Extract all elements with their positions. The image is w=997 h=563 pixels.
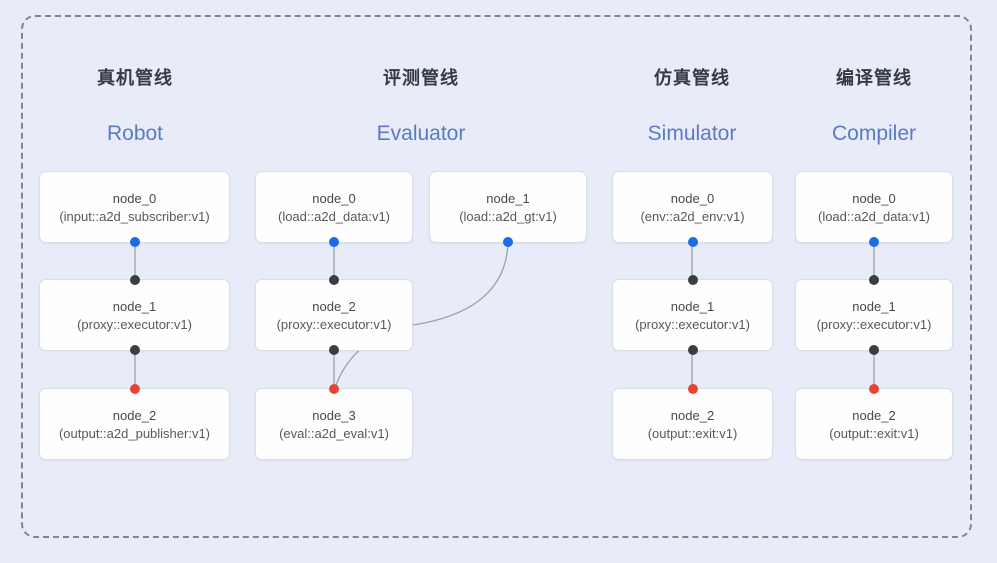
node-detail: (proxy::executor:v1) [635,316,750,332]
node-title: node_0 [852,190,896,206]
node-title: node_2 [670,407,715,423]
output-port-icon [869,237,879,247]
input-port-icon [869,384,879,394]
header-zh-simulator: 仿真管线 [654,68,730,88]
output-port-icon [687,345,698,355]
node-detail: (input::a2d_subscriber:v1) [59,208,210,224]
node-title: node_2 [312,298,356,314]
node-detail: (load::a2d_gt:v1) [459,208,557,224]
header-en-simulator: Simulator [647,122,737,145]
node-title: node_0 [312,190,356,206]
output-port-icon [329,345,339,355]
input-port-icon [329,275,339,285]
node-title: node_1 [670,298,715,314]
node-detail: (proxy::executor:v1) [816,316,932,332]
node-robot-node_0[interactable]: node_0 (input::a2d_subscriber:v1) [39,171,230,247]
node-detail: (output::a2d_publisher:v1) [58,425,211,441]
node-simulator-node_2[interactable]: node_2 (output::exit:v1) [612,384,773,460]
output-port-icon [869,345,879,355]
node-title: node_1 [112,298,157,314]
node-title: node_3 [312,407,356,423]
node-detail: (load::a2d_data:v1) [817,208,931,224]
input-port-icon [869,275,879,285]
node-title: node_0 [670,190,715,206]
header-zh-evaluator: 评测管线 [383,68,459,88]
input-port-icon [129,384,140,394]
node-detail: (proxy::executor:v1) [77,316,192,332]
node-compiler-node_2[interactable]: node_2 (output::exit:v1) [795,384,953,460]
node-evaluator-node_2[interactable]: node_2 (proxy::executor:v1) [255,275,413,355]
node-compiler-node_1[interactable]: node_1 (proxy::executor:v1) [795,275,953,355]
node-detail: (eval::a2d_eval:v1) [279,425,389,441]
output-port-icon [329,237,339,247]
input-port-icon [687,275,698,285]
output-port-icon [129,345,140,355]
node-evaluator-node_1[interactable]: node_1 (load::a2d_gt:v1) [429,171,587,247]
input-port-icon [129,275,140,285]
node-detail: (output::exit:v1) [829,425,919,441]
node-robot-node_1[interactable]: node_1 (proxy::executor:v1) [39,275,230,355]
header-en-evaluator: Evaluator [376,122,466,145]
node-title: node_0 [112,190,157,206]
node-title: node_2 [852,407,896,423]
header-en-robot: Robot [106,122,164,145]
node-robot-node_2[interactable]: node_2 (output::a2d_publisher:v1) [39,384,230,460]
node-detail: (load::a2d_data:v1) [277,208,391,224]
node-detail: (env::a2d_env:v1) [640,208,745,224]
node-simulator-node_1[interactable]: node_1 (proxy::executor:v1) [612,275,773,355]
node-evaluator-node_0[interactable]: node_0 (load::a2d_data:v1) [255,171,413,247]
node-detail: (proxy::executor:v1) [276,316,392,332]
output-port-icon [687,237,698,247]
dashed-frame [21,15,972,538]
node-title: node_1 [852,298,896,314]
node-evaluator-node_3[interactable]: node_3 (eval::a2d_eval:v1) [255,384,413,460]
edge-eval-1-3-curved [334,242,509,389]
input-port-icon [329,384,339,394]
input-port-icon [687,384,698,394]
header-zh-robot: 真机管线 [97,68,173,88]
header-zh-compiler: 编译管线 [836,68,912,88]
node-title: node_2 [112,407,157,423]
output-port-icon [503,237,513,247]
node-compiler-node_0[interactable]: node_0 (load::a2d_data:v1) [795,171,953,247]
node-simulator-node_0[interactable]: node_0 (env::a2d_env:v1) [612,171,773,247]
node-title: node_1 [486,190,530,206]
output-port-icon [129,237,140,247]
header-en-compiler: Compiler [831,122,917,145]
node-detail: (output::exit:v1) [647,425,738,441]
